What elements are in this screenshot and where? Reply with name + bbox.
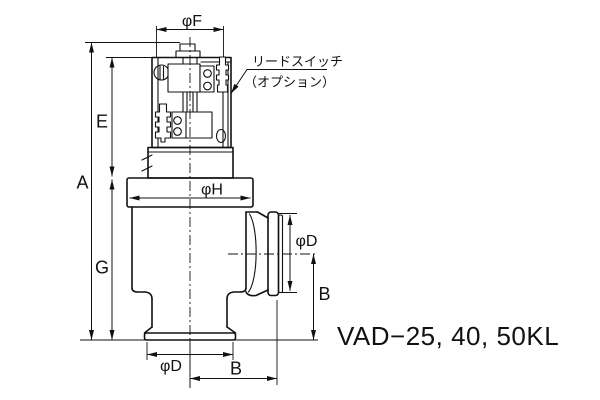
model-number: VAD−25, 40, 50KL: [337, 321, 559, 351]
actuator-housing: [151, 56, 232, 149]
valve-bonnet: [141, 146, 234, 179]
label-phiF: φF: [182, 13, 202, 30]
label-E: E: [96, 112, 108, 132]
label-G: G: [95, 258, 109, 278]
annotation-leader: [230, 69, 248, 94]
centerlines: [189, 37, 318, 388]
actuator-knob: [175, 43, 201, 59]
label-B-bottom: B: [230, 359, 242, 379]
reed-switch-label-line1: リードスイッチ: [252, 54, 343, 69]
label-A: A: [76, 173, 88, 193]
screw-head: [153, 64, 170, 81]
label-phiD-side: φD: [296, 233, 318, 250]
cylinder-block-upper: [167, 63, 201, 93]
label-B-side: B: [319, 284, 331, 304]
air-fitting-upper: [215, 56, 230, 93]
dimension-lines: [80, 26, 327, 388]
valve-outline: [126, 43, 284, 341]
valve-body: [131, 206, 247, 328]
reed-switch-label-line2: （オプション）: [244, 75, 335, 90]
air-fitting-lower: [154, 103, 172, 143]
cylinder-block-lower: [171, 111, 213, 139]
label-phiD-bottom: φD: [160, 358, 182, 375]
label-phiH: φH: [201, 182, 223, 199]
labels: φF A E G φH φD B φD B リードスイッチ （オプション） VA…: [76, 13, 559, 379]
